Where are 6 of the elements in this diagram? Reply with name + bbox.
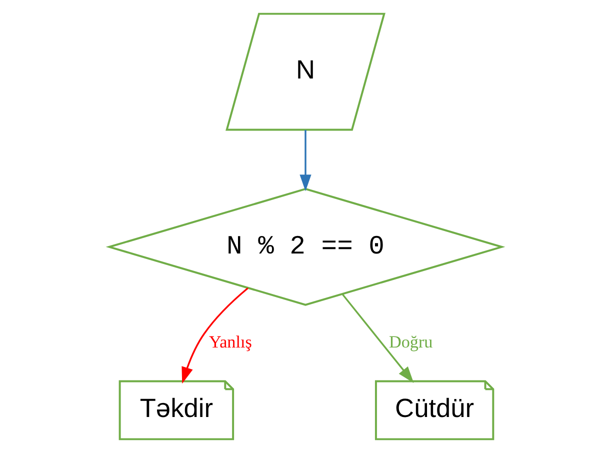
arrow: [341, 294, 414, 384]
edge-label: Doğru: [388, 332, 432, 352]
node-diamond: N % 2 == 0: [105, 188, 505, 306]
arrow: [181, 287, 248, 384]
edge-label: Yanlış: [208, 332, 252, 352]
arrow: [299, 130, 311, 192]
